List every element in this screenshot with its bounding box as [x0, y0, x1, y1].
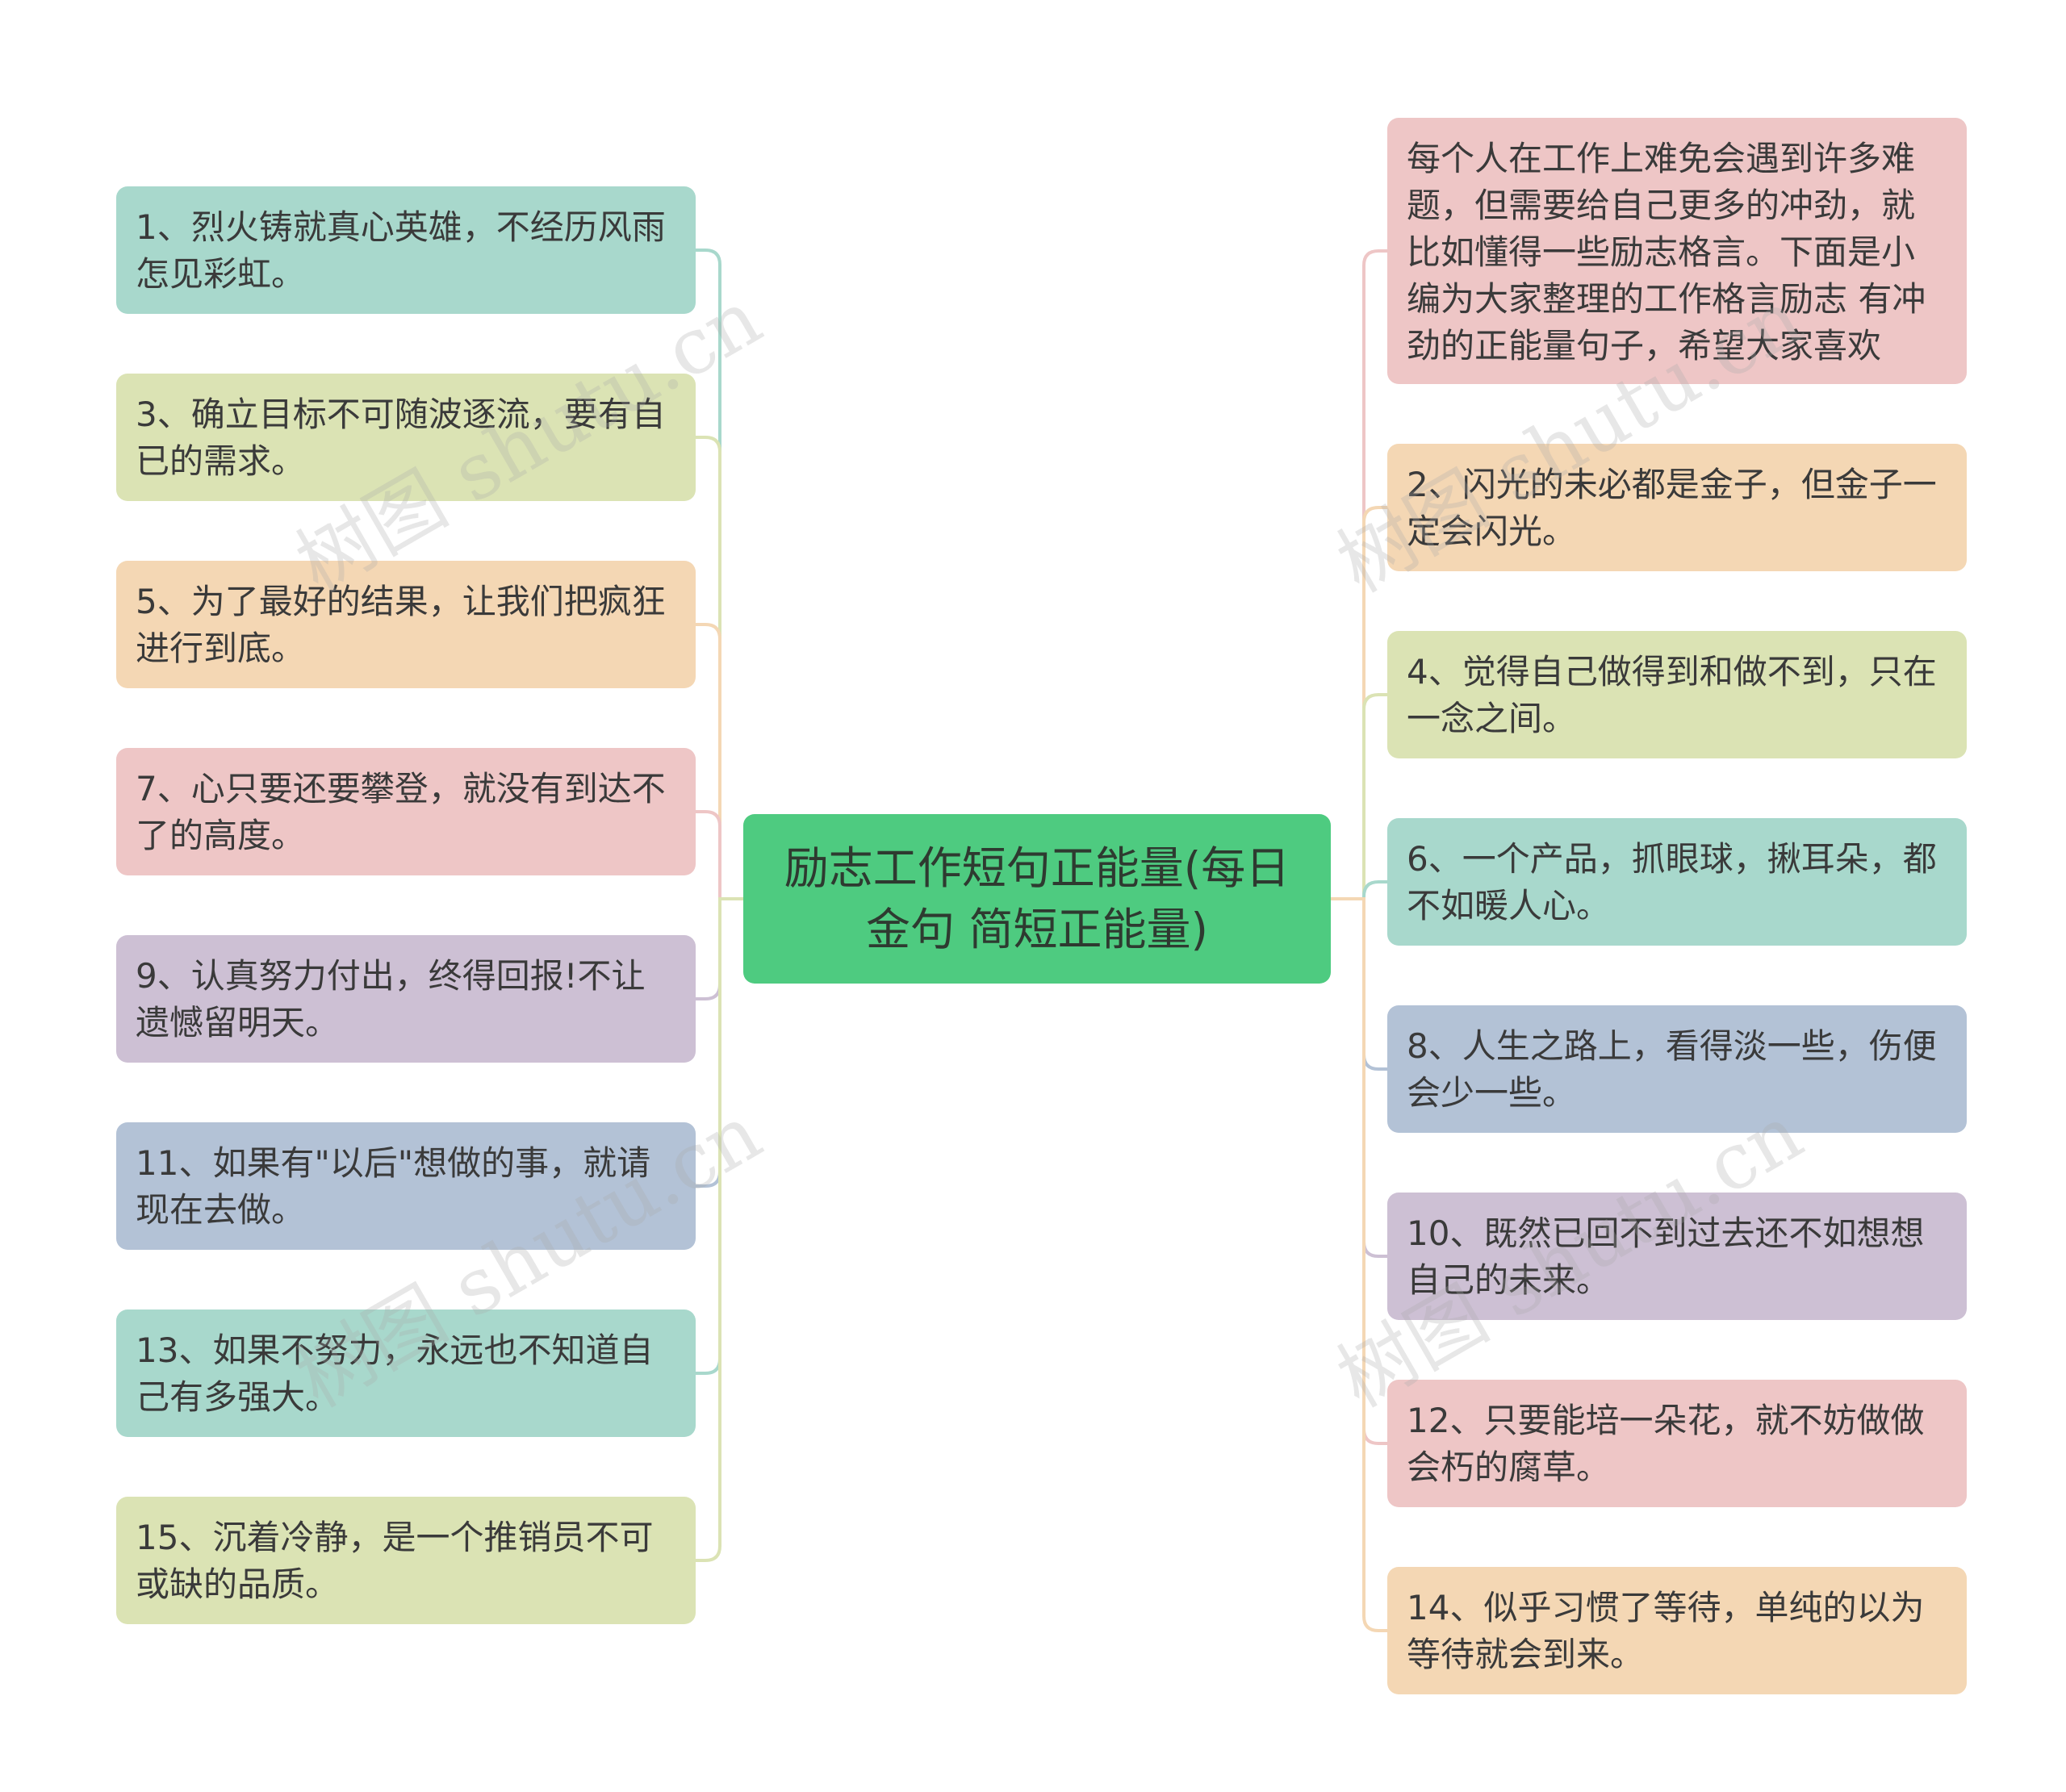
right-connector-4 [1331, 880, 1387, 900]
right-node-7[interactable]: 12、只要能培一朵花，就不妨做做会朽的腐草。 [1387, 1380, 1967, 1507]
left-node-1[interactable]: 1、烈火铸就真心英雄，不经历风雨怎见彩虹。 [116, 186, 696, 314]
right-connector-2 [1331, 506, 1387, 900]
left-node-3[interactable]: 5、为了最好的结果，让我们把疯狂进行到底。 [116, 561, 696, 688]
left-connector-1 [696, 249, 743, 900]
left-node-2[interactable]: 3、确立目标不可随波逐流，要有自已的需求。 [116, 374, 696, 501]
right-node-6[interactable]: 10、既然已回不到过去还不如想想自己的未来。 [1387, 1193, 1967, 1320]
right-connector-8 [1331, 897, 1387, 1632]
right-connector-7 [1331, 897, 1387, 1445]
right-node-4[interactable]: 6、一个产品，抓眼球，揪耳朵，都不如暖人心。 [1387, 818, 1967, 946]
root-topic[interactable]: 励志工作短句正能量(每日金句 简短正能量) [743, 814, 1331, 984]
left-node-7[interactable]: 13、如果不努力，永远也不知道自己有多强大。 [116, 1310, 696, 1437]
left-node-6[interactable]: 11、如果有"以后"想做的事，就请现在去做。 [116, 1122, 696, 1250]
left-node-5[interactable]: 9、认真努力付出，终得回报!不让遗憾留明天。 [116, 935, 696, 1063]
left-connector-8 [696, 897, 743, 1562]
right-node-3[interactable]: 4、觉得自己做得到和做不到，只在一念之间。 [1387, 631, 1967, 758]
left-connector-2 [696, 436, 743, 900]
right-connector-5 [1331, 897, 1387, 1071]
left-connector-4 [696, 810, 743, 900]
right-node-8[interactable]: 14、似乎习惯了等待，单纯的以为等待就会到来。 [1387, 1567, 1967, 1694]
right-connector-6 [1331, 897, 1387, 1258]
left-connector-3 [696, 623, 743, 900]
right-node-1[interactable]: 每个人在工作上难免会遇到许多难题，但需要给自己更多的冲劲，就比如懂得一些励志格言… [1387, 118, 1967, 384]
right-connector-3 [1331, 693, 1387, 900]
right-node-2[interactable]: 2、闪光的未必都是金子，但金子一定会闪光。 [1387, 444, 1967, 571]
right-node-5[interactable]: 8、人生之路上，看得淡一些，伤便会少一些。 [1387, 1005, 1967, 1133]
right-connector-1 [1331, 249, 1387, 900]
left-node-4[interactable]: 7、心只要还要攀登，就没有到达不了的高度。 [116, 748, 696, 875]
left-node-8[interactable]: 15、沉着冷静，是一个推销员不可或缺的品质。 [116, 1497, 696, 1624]
